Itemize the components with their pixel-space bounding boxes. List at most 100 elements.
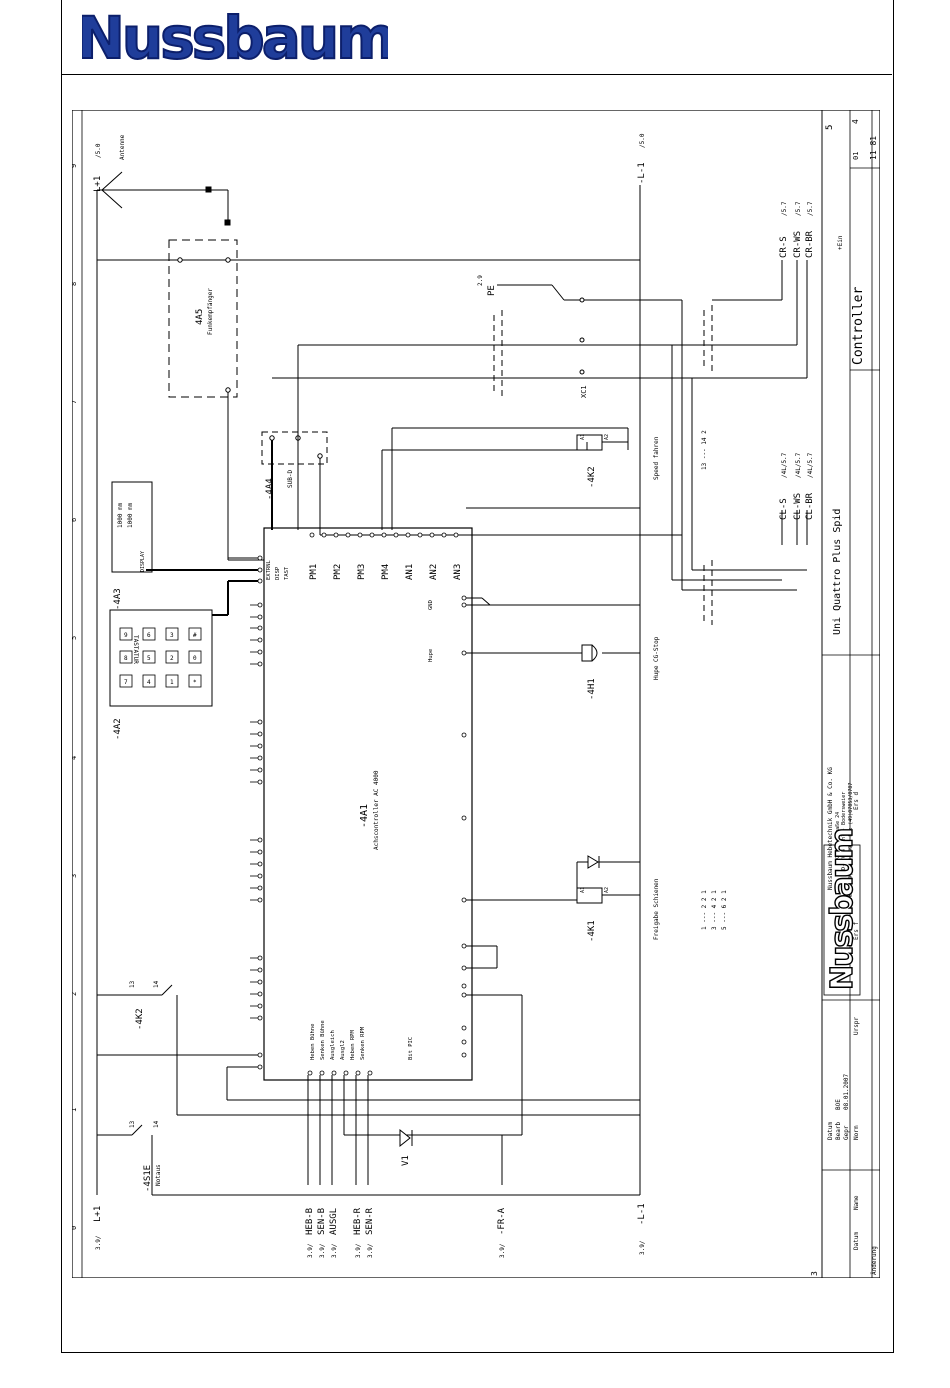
k4a5-label: 4A5 xyxy=(195,309,205,325)
svg-text:Name: Name xyxy=(853,1195,860,1210)
l1-bottom-right-ref: 3.9/ xyxy=(639,1240,646,1255)
svg-text:CR-WS: CR-WS xyxy=(793,231,803,258)
svg-text:GND: GND xyxy=(428,600,434,610)
svg-text:9: 9 xyxy=(72,164,78,168)
svg-text:-FR-A: -FR-A xyxy=(497,1207,507,1235)
key-5: 5 xyxy=(147,655,151,662)
svg-text:/4L/5.7: /4L/5.7 xyxy=(795,452,802,478)
svg-text:Änderung: Änderung xyxy=(871,1246,878,1275)
l1-top-left-ref: /5.0 xyxy=(95,143,102,158)
key-7: 7 xyxy=(124,679,128,686)
k4a4-box xyxy=(261,431,328,465)
svg-text:3: 3 xyxy=(72,874,78,878)
svg-text:1: 1 xyxy=(72,1108,78,1112)
sheet-rev: 01 xyxy=(852,152,860,160)
svg-text:7: 7 xyxy=(72,400,78,404)
led-icon xyxy=(399,1128,413,1148)
svg-text:3.9/: 3.9/ xyxy=(355,1243,362,1258)
svg-text:HEB-B: HEB-B xyxy=(305,1208,315,1235)
ers-d-label: Ers d xyxy=(853,792,860,810)
funkempfaenger-label: Funkempfänger xyxy=(207,288,214,335)
sheet-subtitle: Uni Quattro Plus Spid xyxy=(832,509,843,635)
key-3: 3 xyxy=(170,632,174,639)
k4k2b-label: -4K2 xyxy=(135,1008,145,1030)
svg-text:3.9/: 3.9/ xyxy=(367,1243,374,1258)
controller-io-labels: EXTRNL DISP TAST GND Hupe Heben Bühne Se… xyxy=(266,559,434,1060)
svg-text:A1: A1 xyxy=(580,887,586,893)
svg-text:EXTRNL: EXTRNL xyxy=(266,559,272,580)
svg-text:AN2: AN2 xyxy=(429,564,439,580)
company-address2: D-77694 Kehl - Bodersweier xyxy=(841,792,847,870)
svg-text:A1: A1 xyxy=(580,434,586,440)
revision-block: Datum Bearb BOE Gepr 08.01.2007 Norm Nam… xyxy=(810,1073,878,1276)
l1-bottom-left: L+1 xyxy=(93,1206,103,1222)
controller-port-labels: PM1 PM2 PM3 PM4 AN1 AN2 AN3 xyxy=(309,564,463,580)
svg-text:/5.7: /5.7 xyxy=(795,201,802,216)
k4k2-wiring xyxy=(466,428,640,509)
company-address1: Korker Straße 24 xyxy=(835,812,841,860)
svg-text:Gepr: Gepr xyxy=(843,1125,850,1140)
svg-text:PM2: PM2 xyxy=(333,564,343,580)
emergency-stop-contact xyxy=(131,1124,143,1136)
svg-text:HEB-R: HEB-R xyxy=(353,1207,363,1235)
svg-text:/5.7: /5.7 xyxy=(781,201,788,216)
svg-text:PM1: PM1 xyxy=(309,564,319,580)
k4a2-label: -4A2 xyxy=(113,718,123,740)
title-block xyxy=(821,110,880,1278)
svg-text:3.9/: 3.9/ xyxy=(307,1243,314,1258)
l1-top-left: L+1 xyxy=(93,176,103,192)
schematic-sheet: 0 1 2 3 4 5 6 7 8 9 Controller Uni Quatt… xyxy=(72,110,880,1278)
k4k2-contact xyxy=(161,984,173,996)
sub-d-label: SUB-D xyxy=(287,470,294,488)
svg-text:A2: A2 xyxy=(604,887,610,893)
svg-text:Bearb: Bearb xyxy=(835,1122,842,1140)
antenna-icon xyxy=(97,171,231,226)
controller-terminals xyxy=(257,532,467,1076)
cr-refs: /5.7 /5.7 /5.7 /4L/5.7 /4L/5.7 /4L/5.7 xyxy=(781,201,814,478)
k4a4-label: -4A4 xyxy=(265,478,275,500)
achscontroller-label: Achscontroller AC 4000 xyxy=(373,770,380,850)
svg-text:5: 5 xyxy=(72,636,78,640)
ein-label: +Ein xyxy=(837,235,844,250)
l1-bottom-right: -L-1 xyxy=(637,1203,647,1225)
xc1-label: XC1 xyxy=(580,385,588,398)
svg-text:SEN-R: SEN-R xyxy=(365,1207,375,1235)
grid-markers: 0 1 2 3 4 5 6 7 8 9 xyxy=(72,164,78,1230)
svg-text:5 --- 6 2 1: 5 --- 6 2 1 xyxy=(721,890,728,930)
svg-text:Senken RPM: Senken RPM xyxy=(360,1026,366,1060)
key-1: 1 xyxy=(170,679,174,686)
sheet-border xyxy=(72,110,880,1278)
ers-f-label: Ers f xyxy=(853,922,860,940)
svg-text:Datum: Datum xyxy=(827,1122,834,1140)
title-block-logo: Nussbaum xyxy=(823,829,861,996)
svg-text:/4L/5.7: /4L/5.7 xyxy=(781,452,788,478)
display-label: DISPLAY xyxy=(140,551,146,572)
svg-text:PM3: PM3 xyxy=(357,564,367,580)
logo-text: Nussbaum xyxy=(82,6,388,68)
l1-bottom-left-ref: 3.9/ xyxy=(95,1235,102,1250)
svg-text:3 --- 4 2 1: 3 --- 4 2 1 xyxy=(711,890,718,930)
bottom-signal-labels: HEB-B SEN-B AUSGL HEB-R SEN-R -FR-A xyxy=(305,1207,507,1235)
key-0: 0 xyxy=(193,655,197,662)
svg-text:08.01.2007: 08.01.2007 xyxy=(843,1073,850,1110)
key-hash: # xyxy=(193,632,197,639)
svg-text:3: 3 xyxy=(810,1271,819,1276)
svg-text:13: 13 xyxy=(129,980,136,988)
svg-text:PM4: PM4 xyxy=(381,564,391,580)
svg-text:CR-S: CR-S xyxy=(779,236,789,258)
header-rule xyxy=(61,74,892,75)
svg-text:CL-BR: CL-BR xyxy=(805,492,815,520)
svg-text:CL-WS: CL-WS xyxy=(793,493,803,520)
svg-text:A2: A2 xyxy=(604,434,610,440)
keypad-box xyxy=(109,609,213,707)
company-name: Nussbaum Hebetechnik GmbH & Co. KG xyxy=(827,767,834,890)
notaus-label: Notaus xyxy=(155,1164,162,1186)
drawing-frame xyxy=(61,0,894,1353)
svg-text:Datum: Datum xyxy=(853,1232,860,1250)
hupe-cg-stop-label: Hupe CG-Stop xyxy=(653,636,660,680)
wire-13-14-label: 13 --- 14 2 xyxy=(701,430,708,470)
key-4: 4 xyxy=(147,679,151,686)
svg-text:DISP: DISP xyxy=(275,566,281,580)
pe-ref: 2.9 xyxy=(477,275,484,286)
len2-label: 1000 mm xyxy=(127,502,134,528)
